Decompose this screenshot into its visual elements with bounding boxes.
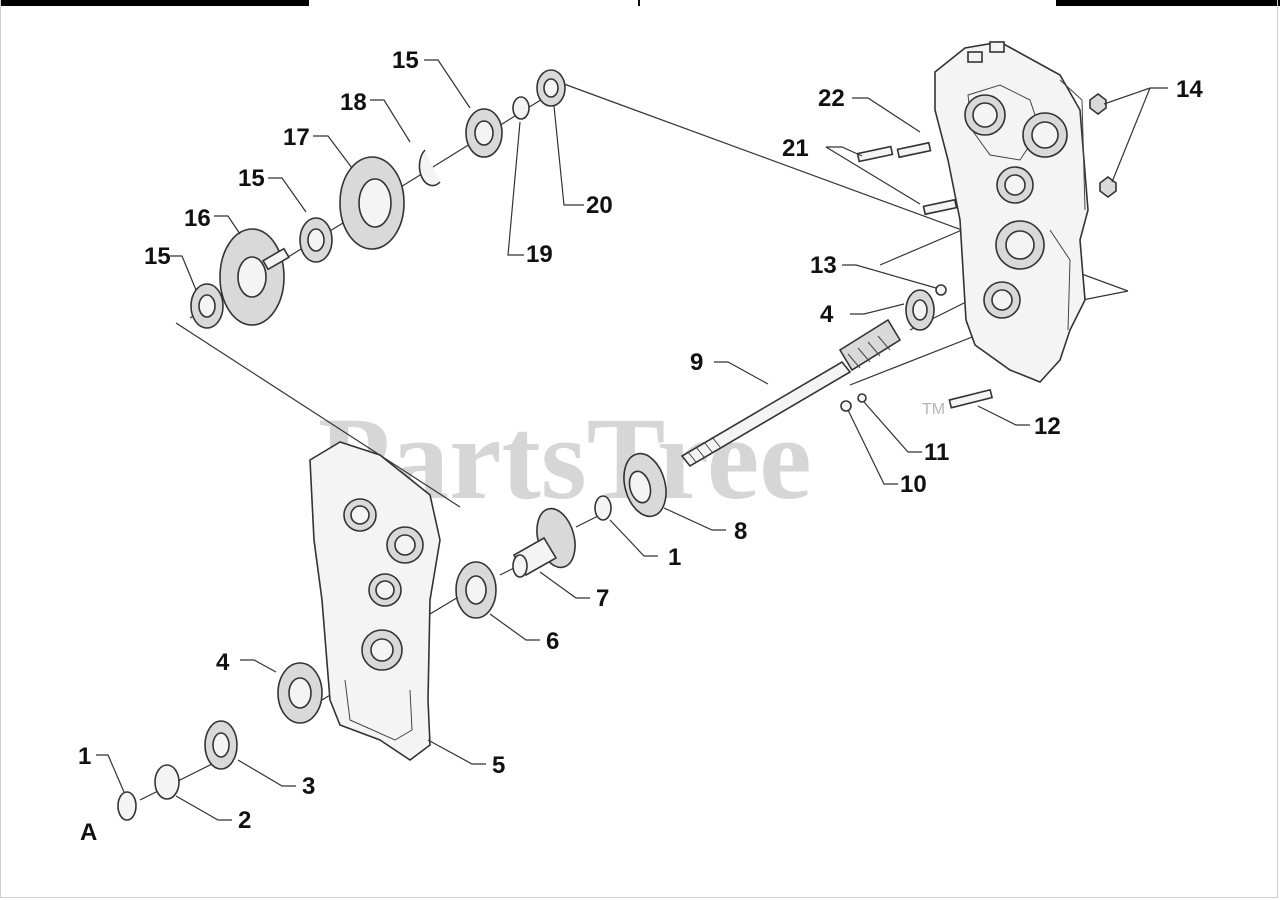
gear-3 — [204, 720, 238, 770]
callout-4-upper: 4 — [820, 301, 834, 328]
gear-16 — [219, 228, 290, 326]
callout-15-mid: 15 — [238, 165, 265, 192]
washer-2 — [154, 764, 180, 800]
housing-left-5 — [309, 441, 441, 761]
studs-and-nuts — [856, 93, 1117, 409]
callout-7: 7 — [596, 585, 609, 612]
callout-19: 19 — [526, 241, 553, 268]
callout-labels: 15 18 17 15 16 15 19 20 22 21 14 13 4 9 … — [78, 47, 1203, 846]
callout-8: 8 — [734, 518, 747, 545]
callout-10: 10 — [900, 471, 927, 498]
washer-19 — [512, 96, 530, 120]
callout-4-lower: 4 — [216, 649, 230, 676]
callout-3: 3 — [302, 773, 315, 800]
callout-17: 17 — [283, 124, 310, 151]
callout-11: 11 — [924, 439, 949, 466]
callout-15-top: 15 — [392, 47, 419, 74]
circlip-18 — [418, 149, 441, 187]
callout-9: 9 — [690, 349, 703, 376]
callout-14: 14 — [1176, 76, 1203, 103]
shaft-9 — [680, 318, 902, 468]
bearing-20 — [536, 69, 566, 107]
callout-2: 2 — [238, 807, 251, 834]
circlip-1-lower — [117, 791, 137, 821]
bearing-6 — [455, 561, 497, 619]
callout-1-upper: 1 — [668, 544, 681, 571]
bearing-4-lower — [277, 662, 323, 724]
housing-right — [934, 41, 1089, 383]
callout-A: A — [80, 819, 97, 846]
callout-12: 12 — [1034, 413, 1061, 440]
bearing-15-top — [465, 108, 503, 158]
callout-5: 5 — [492, 752, 505, 779]
callout-13: 13 — [810, 252, 837, 279]
top-bar — [0, 0, 1280, 6]
callout-18: 18 — [340, 89, 367, 116]
callout-22: 22 — [818, 85, 845, 112]
callout-15-left: 15 — [144, 243, 171, 270]
callout-6: 6 — [546, 628, 559, 655]
bearing-4-upper — [840, 284, 947, 412]
washer-1-upper — [594, 495, 612, 521]
callout-16: 16 — [184, 205, 211, 232]
callout-20: 20 — [586, 192, 613, 219]
callout-1-lower: 1 — [78, 743, 91, 770]
callout-21: 21 — [782, 135, 809, 162]
leader-lines — [96, 59, 1168, 821]
bearing-15-left — [190, 283, 224, 329]
bearing-15-mid — [299, 217, 333, 263]
gear-17 — [339, 156, 405, 250]
gear-8 — [623, 452, 667, 518]
gear-7 — [512, 507, 576, 578]
watermark-tm: TM — [922, 401, 945, 418]
